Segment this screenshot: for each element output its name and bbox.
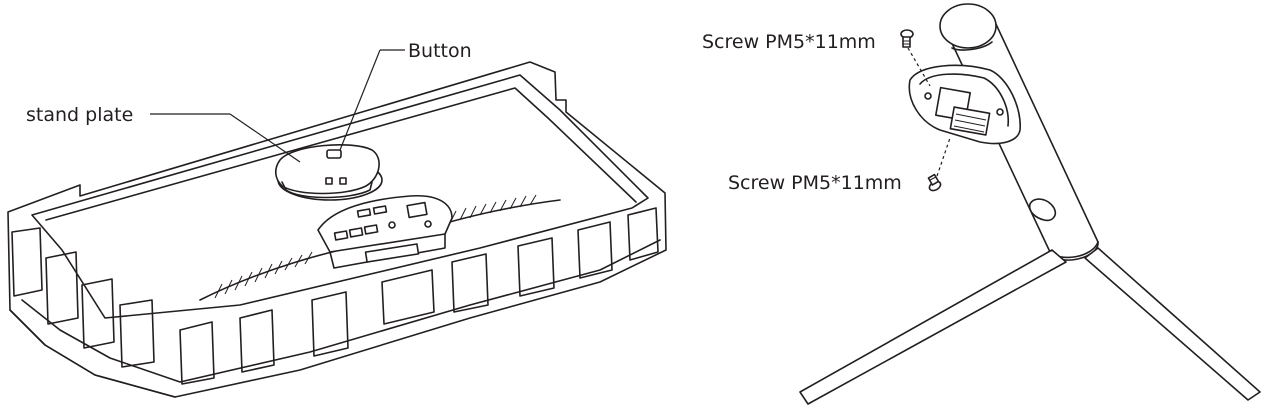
screw-bottom-icon [927,173,942,192]
foam-blocks [11,207,659,385]
vent-grill [199,194,561,301]
stand-neck-illustration [799,3,1261,405]
stand-plate-label: stand plate [26,104,133,126]
io-ports [317,195,453,269]
screw-top-icon [900,29,914,48]
stand-plate-illustration [274,144,383,201]
screw-bottom-label: Screw PM5*11mm [728,172,902,194]
button-label: Button [408,40,472,62]
screw-top-label: Screw PM5*11mm [702,31,876,53]
monitor-back-illustration [7,61,667,398]
